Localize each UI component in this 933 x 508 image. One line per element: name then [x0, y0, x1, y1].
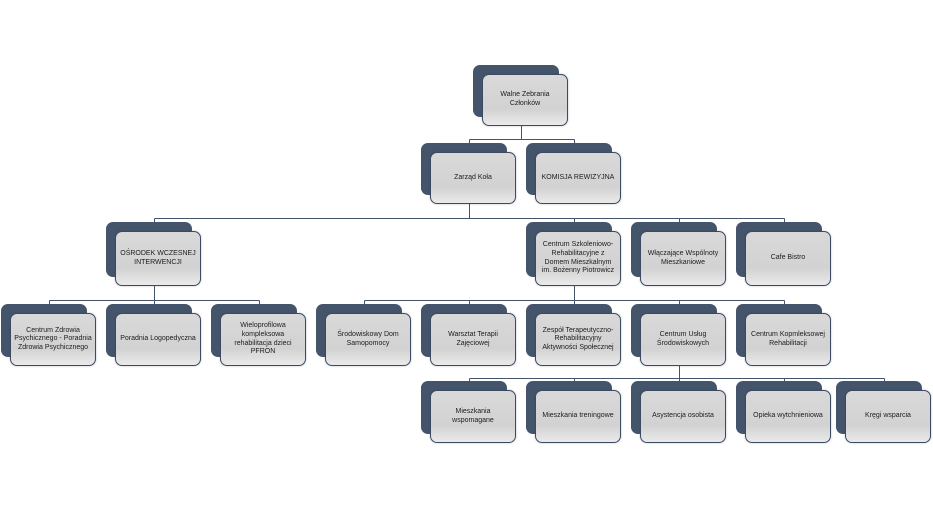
- node-label: Centrum Usług Środowiskowych: [656, 330, 710, 347]
- org-node-wtz: Warsztat Terapii Zajęciowej: [421, 304, 516, 366]
- node-box: Włączające Wspólnoty Mieszkaniowe: [640, 231, 726, 286]
- org-node-ztras: Zespół Terapeutyczno-Rehabilitacyjny Akt…: [526, 304, 621, 366]
- node-box: Asystencja osobista: [640, 390, 726, 443]
- node-label: Opieka wytchnieniowa: [753, 412, 823, 420]
- node-box: KOMISJA REWIZYJNA: [535, 152, 621, 204]
- node-box: Mieszkania wspomagane: [430, 390, 516, 443]
- node-box: Centrum Usług Środowiskowych: [640, 313, 726, 366]
- node-label: Centrum Kopmleksowej Rehabilitacji: [751, 330, 825, 347]
- node-label: Zarząd Koła: [454, 173, 492, 181]
- org-node-komisja: KOMISJA REWIZYJNA: [526, 143, 621, 204]
- node-box: Zespół Terapeutyczno-Rehabilitacyjny Akt…: [535, 313, 621, 366]
- org-node-cafe-bistro: Cafe Bistro: [736, 222, 831, 286]
- node-label: Poradnia Logopedyczna: [120, 335, 196, 343]
- node-label: Asystencja osobista: [652, 412, 714, 420]
- org-node-logopedyczna: Poradnia Logopedyczna: [106, 304, 201, 366]
- node-label: Warsztat Terapii Zajęciowej: [448, 330, 498, 347]
- node-label: Kręgi wsparcia: [865, 412, 911, 420]
- org-node-wlaczajace: Włączające Wspólnoty Mieszkaniowe: [631, 222, 726, 286]
- org-node-ckr: Centrum Kopmleksowej Rehabilitacji: [736, 304, 831, 366]
- node-label: Mieszkania treningowe: [542, 412, 614, 420]
- node-box: Poradnia Logopedyczna: [115, 313, 201, 366]
- node-box: Środowiskowy Dom Samopomocy: [325, 313, 411, 366]
- org-node-czp: Centrum Zdrowia Psychicznego - Poradnia …: [1, 304, 96, 366]
- node-box: Opieka wytchnieniowa: [745, 390, 831, 443]
- node-box: Cafe Bistro: [745, 231, 831, 286]
- node-box: Centrum Zdrowia Psychicznego - Poradnia …: [10, 313, 96, 366]
- node-label: Wieloprofilowa kompleksowa rehabilitacja…: [234, 322, 292, 356]
- org-node-sds: Środowiskowy Dom Samopomocy: [316, 304, 411, 366]
- org-node-osrodek: OŚRODEK WCZESNEJ INTERWENCJI: [106, 222, 201, 286]
- node-label: KOMISJA REWIZYJNA: [541, 173, 615, 181]
- node-label: Zespół Terapeutyczno-Rehabilitacyjny Akt…: [542, 326, 614, 351]
- node-label: Walne Zebrania Członków: [500, 91, 550, 107]
- node-label: Mieszkania wspomagane: [452, 407, 494, 424]
- org-node-walne: Walne Zebrania Członków: [473, 65, 568, 126]
- node-box: Centrum Kopmleksowej Rehabilitacji: [745, 313, 831, 366]
- org-node-centrum-szkol: Centrum Szkoleniowo-Rehabilitacyjne z Do…: [526, 222, 621, 286]
- node-box: Kręgi wsparcia: [845, 390, 931, 443]
- node-box: Wieloprofilowa kompleksowa rehabilitacja…: [220, 313, 306, 366]
- org-node-wieloprofilowa: Wieloprofilowa kompleksowa rehabilitacja…: [211, 304, 306, 366]
- node-box: Walne Zebrania Członków: [482, 74, 568, 126]
- node-label: Cafe Bistro: [770, 254, 806, 262]
- node-box: Warsztat Terapii Zajęciowej: [430, 313, 516, 366]
- org-node-mieszk-wspom: Mieszkania wspomagane: [421, 381, 516, 443]
- node-box: OŚRODEK WCZESNEJ INTERWENCJI: [115, 231, 201, 286]
- org-node-asystencja: Asystencja osobista: [631, 381, 726, 443]
- org-node-opieka: Opieka wytchnieniowa: [736, 381, 831, 443]
- node-box: Zarząd Koła: [430, 152, 516, 204]
- org-node-kregi: Kręgi wsparcia: [836, 381, 931, 443]
- node-label: OŚRODEK WCZESNEJ INTERWENCJI: [120, 249, 196, 266]
- org-node-mieszk-tren: Mieszkania treningowe: [526, 381, 621, 443]
- node-label: Centrum Szkoleniowo-Rehabilitacyjne z Do…: [541, 241, 615, 275]
- node-box: Mieszkania treningowe: [535, 390, 621, 443]
- org-node-cus: Centrum Usług Środowiskowych: [631, 304, 726, 366]
- node-label: Centrum Zdrowia Psychicznego - Poradnia …: [14, 326, 92, 351]
- node-label: Środowiskowy Dom Samopomocy: [337, 330, 399, 347]
- org-node-zarzad: Zarząd Koła: [421, 143, 516, 204]
- node-box: Centrum Szkoleniowo-Rehabilitacyjne z Do…: [535, 231, 621, 286]
- node-label: Włączające Wspólnoty Mieszkaniowe: [647, 249, 719, 266]
